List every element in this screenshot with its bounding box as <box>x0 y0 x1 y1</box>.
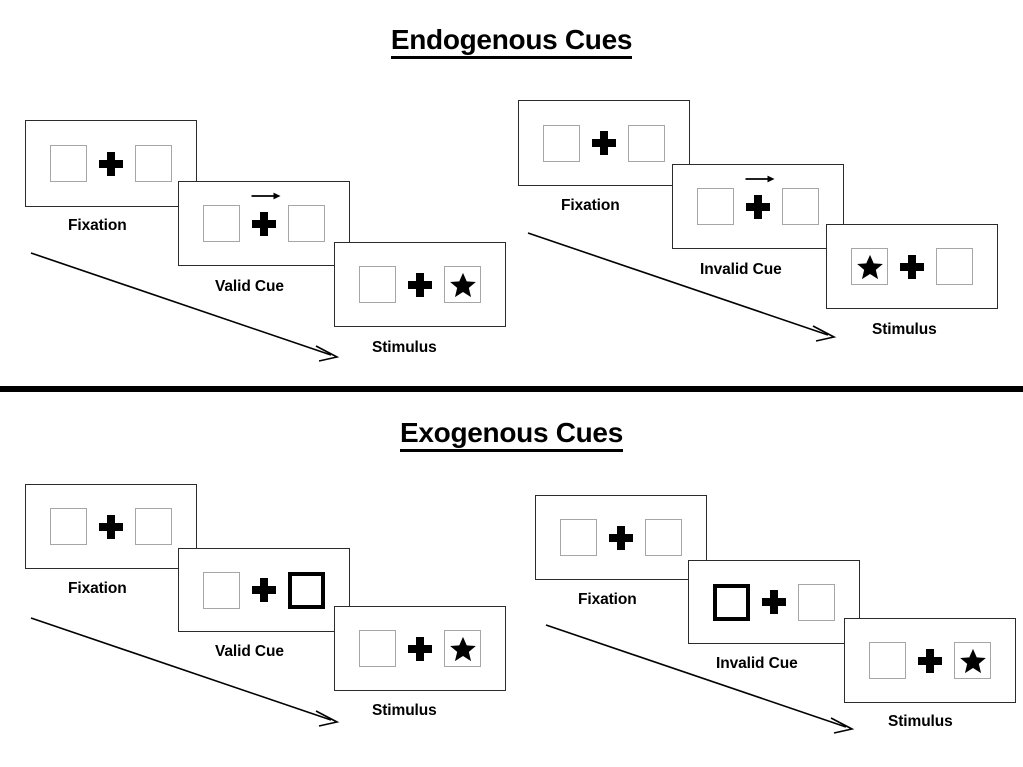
star-icon <box>856 254 883 279</box>
right-placeholder-box <box>288 205 325 242</box>
plus-cross-icon <box>98 514 124 540</box>
section-divider <box>0 386 1023 392</box>
right-placeholder-box <box>135 145 172 182</box>
left-placeholder-box <box>560 519 597 556</box>
fixation-cross-wrap <box>734 175 782 220</box>
right-placeholder-box <box>135 508 172 545</box>
fixation-cross-wrap <box>87 514 135 540</box>
plus-cross-icon <box>98 151 124 177</box>
right-placeholder-box <box>936 248 973 285</box>
screen-label-endogenous-invalid-stimulus: Stimulus <box>872 321 937 338</box>
screen-exogenous-invalid-fixation <box>535 495 707 580</box>
plus-cross-icon <box>917 648 943 674</box>
right-placeholder-box <box>782 188 819 225</box>
stimulus-row <box>359 266 481 303</box>
screen-label-endogenous-valid-fixation: Fixation <box>68 217 127 234</box>
fixation-cross-wrap <box>580 130 628 156</box>
fixation-cross-wrap <box>597 525 645 551</box>
plus-cross-icon <box>407 636 433 662</box>
screen-exogenous-valid-stimulus <box>334 606 506 691</box>
screen-label-exogenous-invalid-stimulus: Stimulus <box>888 713 953 730</box>
stimulus-row <box>851 248 973 285</box>
fixation-cross-wrap <box>87 151 135 177</box>
plus-cross-icon <box>761 589 787 615</box>
screen-endogenous-invalid-fixation <box>518 100 690 186</box>
screen-endogenous-valid-fixation <box>25 120 197 207</box>
left-placeholder-box <box>50 145 87 182</box>
plus-cross-icon <box>899 254 925 280</box>
fixation-cross-wrap <box>396 272 444 298</box>
screen-label-exogenous-valid-cue: Valid Cue <box>215 643 284 660</box>
right-placeholder-box <box>798 583 835 621</box>
right-placeholder-box <box>628 124 665 162</box>
plus-cross-icon <box>608 525 634 551</box>
left-placeholder-box <box>543 124 580 162</box>
left-placeholder-box <box>203 571 240 609</box>
screen-endogenous-valid-cue <box>178 181 350 266</box>
screen-endogenous-valid-stimulus <box>334 242 506 327</box>
stimulus-row <box>560 519 682 556</box>
screen-endogenous-invalid-stimulus <box>826 224 998 309</box>
fixation-cross-wrap <box>906 648 954 674</box>
screen-label-endogenous-invalid-fixation: Fixation <box>561 197 620 214</box>
star-icon <box>449 636 476 661</box>
fixation-cross-wrap <box>240 192 288 237</box>
left-placeholder-box <box>697 188 734 225</box>
star-icon <box>959 648 986 673</box>
plus-cross-icon <box>591 130 617 156</box>
screen-exogenous-invalid-stimulus <box>844 618 1016 703</box>
section-title-endogenous-text: Endogenous Cues <box>390 24 632 59</box>
section-title-exogenous: Exogenous Cues <box>0 417 1023 452</box>
fixation-cross-wrap <box>888 254 936 280</box>
stimulus-row <box>713 583 835 621</box>
fixation-cross-wrap <box>396 636 444 662</box>
section-title-exogenous-text: Exogenous Cues <box>400 417 623 452</box>
screen-label-exogenous-valid-stimulus: Stimulus <box>372 702 437 719</box>
right-target-box <box>954 642 991 679</box>
right-placeholder-box <box>645 519 682 556</box>
screen-label-exogenous-invalid-cue: Invalid Cue <box>716 655 798 672</box>
stimulus-row <box>869 642 991 679</box>
right-cue-box-highlighted <box>288 571 325 609</box>
stimulus-row <box>203 192 325 242</box>
left-placeholder-box <box>869 642 906 679</box>
fixation-cross-wrap <box>240 577 288 603</box>
screen-endogenous-invalid-cue <box>672 164 844 249</box>
stimulus-row <box>543 124 665 162</box>
arrow-right-icon <box>251 192 281 199</box>
right-target-box <box>444 630 481 667</box>
stimulus-row <box>359 630 481 667</box>
screen-label-endogenous-invalid-cue: Invalid Cue <box>700 261 782 278</box>
stimulus-row <box>697 175 819 225</box>
left-placeholder-box <box>50 508 87 545</box>
left-placeholder-box <box>203 205 240 242</box>
plus-cross-icon <box>251 577 277 603</box>
arrow-right-icon <box>745 175 775 182</box>
stimulus-row <box>50 508 172 545</box>
screen-exogenous-valid-cue <box>178 548 350 632</box>
star-icon <box>449 272 476 297</box>
right-target-box <box>444 266 481 303</box>
plus-cross-icon <box>251 211 277 237</box>
stimulus-row <box>203 571 325 609</box>
screen-label-endogenous-valid-stimulus: Stimulus <box>372 339 437 356</box>
plus-cross-icon <box>407 272 433 298</box>
screen-label-exogenous-valid-fixation: Fixation <box>68 580 127 597</box>
plus-cross-icon <box>745 194 771 220</box>
screen-exogenous-valid-fixation <box>25 484 197 569</box>
fixation-cross-wrap <box>750 589 798 615</box>
screen-label-endogenous-valid-cue: Valid Cue <box>215 278 284 295</box>
left-placeholder-box <box>359 266 396 303</box>
stimulus-row <box>50 145 172 182</box>
screen-exogenous-invalid-cue <box>688 560 860 644</box>
left-target-box <box>851 248 888 285</box>
screen-label-exogenous-invalid-fixation: Fixation <box>578 591 637 608</box>
left-placeholder-box <box>359 630 396 667</box>
left-cue-box-highlighted <box>713 583 750 621</box>
section-title-endogenous: Endogenous Cues <box>0 24 1023 59</box>
